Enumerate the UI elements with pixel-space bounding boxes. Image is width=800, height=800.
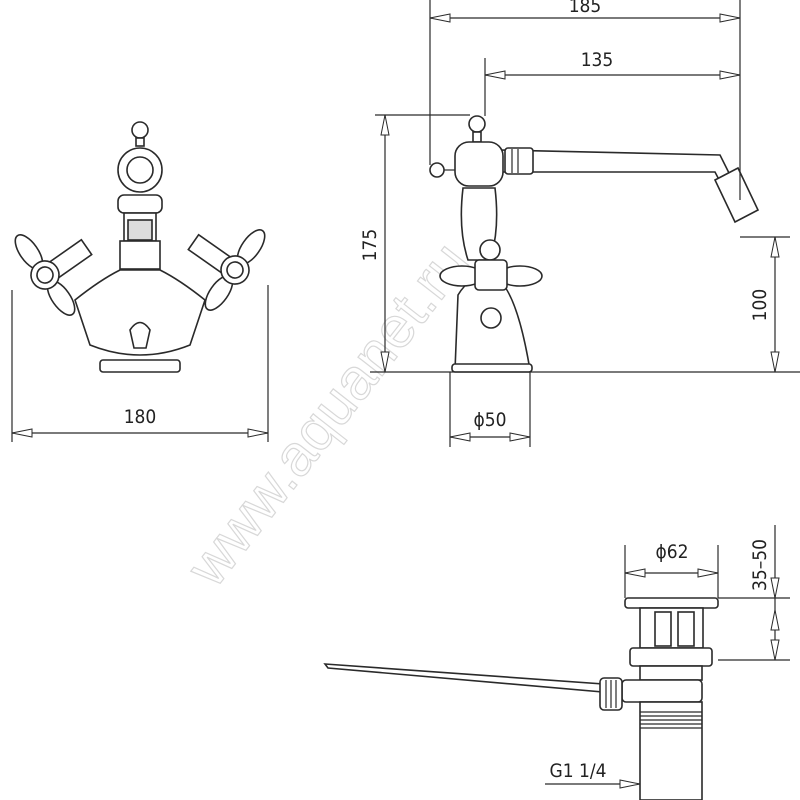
- dim-label-185: 185: [569, 0, 602, 17]
- dimension-overall-length: 185: [429, 0, 741, 200]
- dimension-spout-height: 100: [740, 236, 790, 373]
- front-view-faucet: [14, 121, 266, 373]
- dim-label-35-50: 35–50: [749, 539, 771, 591]
- dimension-drain-thread: G1 1/4: [545, 760, 641, 789]
- dimension-handle-span: 180: [11, 285, 269, 442]
- dimension-overall-height: 175: [359, 114, 800, 373]
- dim-label-135: 135: [581, 49, 614, 71]
- drain-assembly: [323, 597, 719, 800]
- dim-label-175: 175: [359, 229, 381, 262]
- dimension-base-diameter: ϕ50: [449, 372, 531, 447]
- dim-label-thread: G1 1/4: [549, 760, 606, 782]
- dimension-spout-reach: 135: [484, 49, 741, 116]
- dimension-drain-flange: ϕ62: [624, 541, 719, 598]
- dim-label-phi50: ϕ50: [473, 409, 506, 431]
- dim-label-phi62: ϕ62: [655, 541, 688, 563]
- dim-label-100: 100: [749, 289, 771, 322]
- dimension-drain-thickness: 35–50: [718, 525, 790, 661]
- side-view-faucet: [429, 115, 760, 373]
- dim-label-180: 180: [124, 406, 157, 428]
